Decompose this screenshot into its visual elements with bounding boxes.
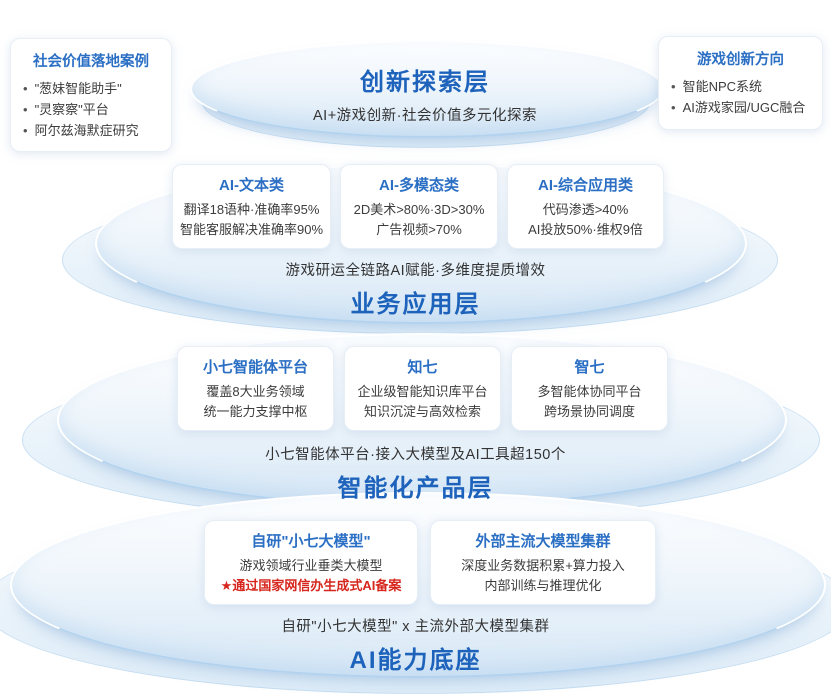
innovation-layer-title: 创新探索层 xyxy=(360,69,490,96)
card-xiaoqi-agent-platform: 小七智能体平台 覆盖8大业务领域 统一能力支撑中枢 xyxy=(177,346,334,431)
card-ai-text-line: 智能客服解决准确率90% xyxy=(179,221,324,237)
game-innovation-directions-card: 游戏创新方向 智能NPC系统 AI游戏家园/UGC融合 xyxy=(658,36,823,130)
card-zhiqi-multi-agent: 智七 多智能体协同平台 跨场景协同调度 xyxy=(511,346,668,431)
product-layer-label: 小七智能体平台·接入大模型及AI工具超150个 智能化产品层 xyxy=(0,443,831,503)
social-value-cases-title: 社会价值落地案例 xyxy=(33,54,149,70)
capability-base-disc xyxy=(10,492,826,678)
list-item: "灵察察"平台 xyxy=(23,100,163,121)
card-zhiqi-multi-agent-line: 多智能体协同平台 xyxy=(537,384,642,399)
card-ai-text: AI-文本类 翻译18语种·准确率95% 智能客服解决准确率90% xyxy=(172,164,331,249)
card-xiaoqi-agent-platform-line: 覆盖8大业务领域 xyxy=(206,384,305,399)
list-item: 智能NPC系统 xyxy=(671,77,814,98)
social-value-cases-card: 社会价值落地案例 "葱妹智能助手" "灵察察"平台 阿尔兹海默症研究 xyxy=(10,38,172,153)
capability-base-title: AI能力底座 xyxy=(349,647,482,674)
card-zhiqi-multi-agent-title: 智七 xyxy=(574,359,605,376)
card-ai-multimodal-title: AI-多模态类 xyxy=(379,177,459,194)
innovation-layer-label: 创新探索层 AI+游戏创新·社会价值多元化探索 xyxy=(190,62,660,125)
innovation-layer-disc xyxy=(190,40,664,138)
card-ai-comprehensive-title: AI-综合应用类 xyxy=(538,177,633,194)
card-zhiqi-knowledge-base-title: 知七 xyxy=(407,359,438,376)
game-innovation-directions-list: 智能NPC系统 AI游戏家园/UGC融合 xyxy=(667,77,814,119)
card-ai-text-title: AI-文本类 xyxy=(219,177,284,194)
card-ai-comprehensive: AI-综合应用类 代码渗透>40% AI投放50%·维权9倍 xyxy=(507,164,664,249)
product-layer-title: 智能化产品层 xyxy=(337,475,494,502)
card-external-model-cluster: 外部主流大模型集群 深度业务数据积累+算力投入 内部训练与推理优化 xyxy=(430,520,656,605)
card-zhiqi-knowledge-base-line: 知识沉淀与高效检索 xyxy=(363,403,481,419)
card-zhiqi-knowledge-base-line: 企业级智能知识库平台 xyxy=(357,384,488,399)
card-self-developed-model-title: 自研"小七大模型" xyxy=(251,533,371,550)
card-ai-multimodal-line: 2D美术>80%·3D>30% xyxy=(353,202,485,217)
card-xiaoqi-agent-platform-line: 统一能力支撑中枢 xyxy=(203,403,308,419)
card-self-developed-model-line: 游戏领域行业垂类大模型 xyxy=(239,558,383,573)
list-item: "葱妹智能助手" xyxy=(23,79,163,100)
card-ai-comprehensive-line: AI投放50%·维权9倍 xyxy=(528,221,643,237)
innovation-layer-subtitle: AI+游戏创新·社会价值多元化探索 xyxy=(313,108,537,124)
business-layer-subtitle: 游戏研运全链路AI赋能·多维度提质增效 xyxy=(285,263,546,279)
capability-base-subtitle: 自研"小七大模型" x 主流外部大模型集群 xyxy=(281,619,550,635)
social-value-cases-list: "葱妹智能助手" "灵察察"平台 阿尔兹海默症研究 xyxy=(19,79,163,141)
card-self-developed-model-certification: ★通过国家网信办生成式AI备案 xyxy=(220,577,402,593)
card-xiaoqi-agent-platform-title: 小七智能体平台 xyxy=(202,359,308,376)
card-ai-text-line: 翻译18语种·准确率95% xyxy=(183,202,320,217)
card-external-model-cluster-line: 内部训练与推理优化 xyxy=(484,577,602,593)
business-layer-title: 业务应用层 xyxy=(350,291,481,318)
card-zhiqi-multi-agent-line: 跨场景协同调度 xyxy=(543,403,635,419)
card-ai-multimodal-line: 广告视频>70% xyxy=(376,221,462,237)
card-self-developed-model: 自研"小七大模型" 游戏领域行业垂类大模型 ★通过国家网信办生成式AI备案 xyxy=(204,520,418,605)
capability-base-label: 自研"小七大模型" x 主流外部大模型集群 AI能力底座 xyxy=(0,615,831,675)
list-item: 阿尔兹海默症研究 xyxy=(23,121,163,142)
list-item: AI游戏家园/UGC融合 xyxy=(671,98,814,119)
card-zhiqi-knowledge-base: 知七 企业级智能知识库平台 知识沉淀与高效检索 xyxy=(344,346,501,431)
business-layer-label: 游戏研运全链路AI赋能·多维度提质增效 业务应用层 xyxy=(0,259,831,319)
card-external-model-cluster-title: 外部主流大模型集群 xyxy=(475,533,611,550)
game-innovation-directions-title: 游戏创新方向 xyxy=(697,52,784,68)
card-ai-multimodal: AI-多模态类 2D美术>80%·3D>30% 广告视频>70% xyxy=(340,164,498,249)
card-ai-comprehensive-line: 代码渗透>40% xyxy=(542,202,629,217)
product-layer-subtitle: 小七智能体平台·接入大模型及AI工具超150个 xyxy=(265,447,566,463)
card-external-model-cluster-line: 深度业务数据积累+算力投入 xyxy=(461,558,625,573)
